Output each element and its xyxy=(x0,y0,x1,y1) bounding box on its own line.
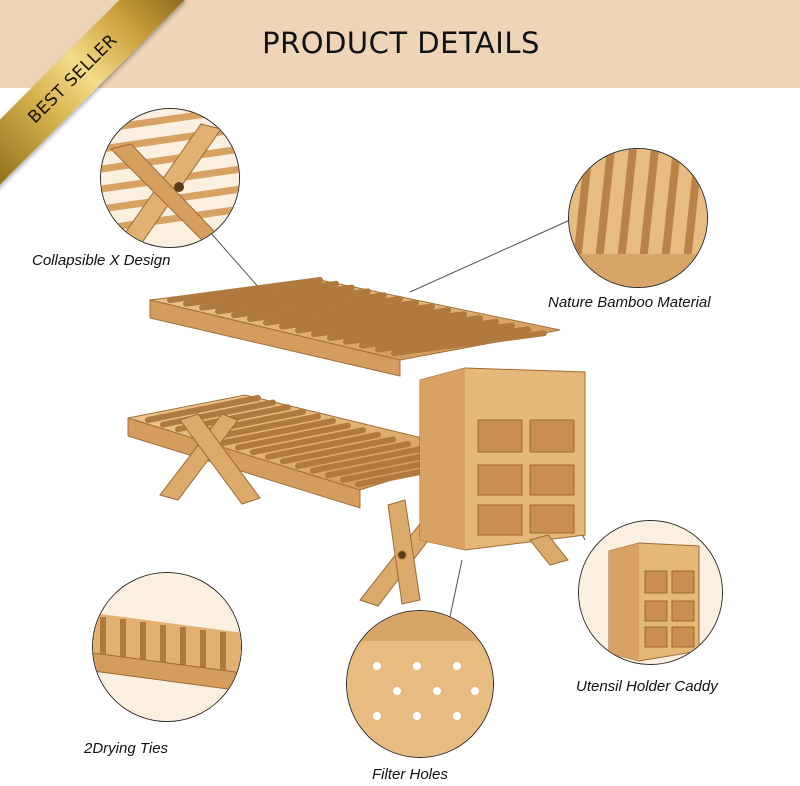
rack-slat xyxy=(231,292,387,319)
inset-filter-holes xyxy=(346,610,494,758)
rack-slat xyxy=(235,422,351,451)
line-bamboo xyxy=(409,219,571,293)
rack-slat xyxy=(375,326,531,353)
utensil-caddy xyxy=(419,367,586,566)
rack-slat xyxy=(391,330,547,357)
rack-slat xyxy=(279,303,435,330)
rack-slat xyxy=(265,431,381,460)
rack-slat xyxy=(343,318,499,345)
label-caddy: Utensil Holder Caddy xyxy=(576,678,718,695)
rack-slat xyxy=(359,322,515,349)
page-title: PRODUCT DETAILS xyxy=(262,26,540,60)
rack-slat xyxy=(263,299,419,326)
rack-slat xyxy=(183,280,339,307)
rack-slat xyxy=(295,307,451,334)
rack-slat xyxy=(220,418,336,446)
label-filter-holes: Filter Holes xyxy=(372,766,448,783)
rack-slat xyxy=(295,441,411,469)
upper-rack xyxy=(149,277,561,377)
rack-slat xyxy=(250,427,366,456)
label-bamboo: Nature Bamboo Material xyxy=(548,294,711,311)
rack-slat xyxy=(310,445,426,474)
rack-slat xyxy=(311,311,467,338)
rack-slat xyxy=(215,288,371,315)
rack-slat xyxy=(247,296,403,322)
inset-caddy xyxy=(578,520,723,665)
label-drying-ties: 2Drying Ties xyxy=(84,740,169,757)
rack-slat xyxy=(167,277,323,303)
rack-slat xyxy=(280,436,396,465)
rack-slat xyxy=(327,315,483,341)
inset-x-design xyxy=(100,108,240,248)
rack-slat xyxy=(145,395,261,423)
rack-slat xyxy=(199,284,355,311)
inset-bamboo xyxy=(568,148,708,288)
inset-drying-ties xyxy=(92,572,242,722)
label-x-design: Collapsible X Design xyxy=(32,252,171,269)
